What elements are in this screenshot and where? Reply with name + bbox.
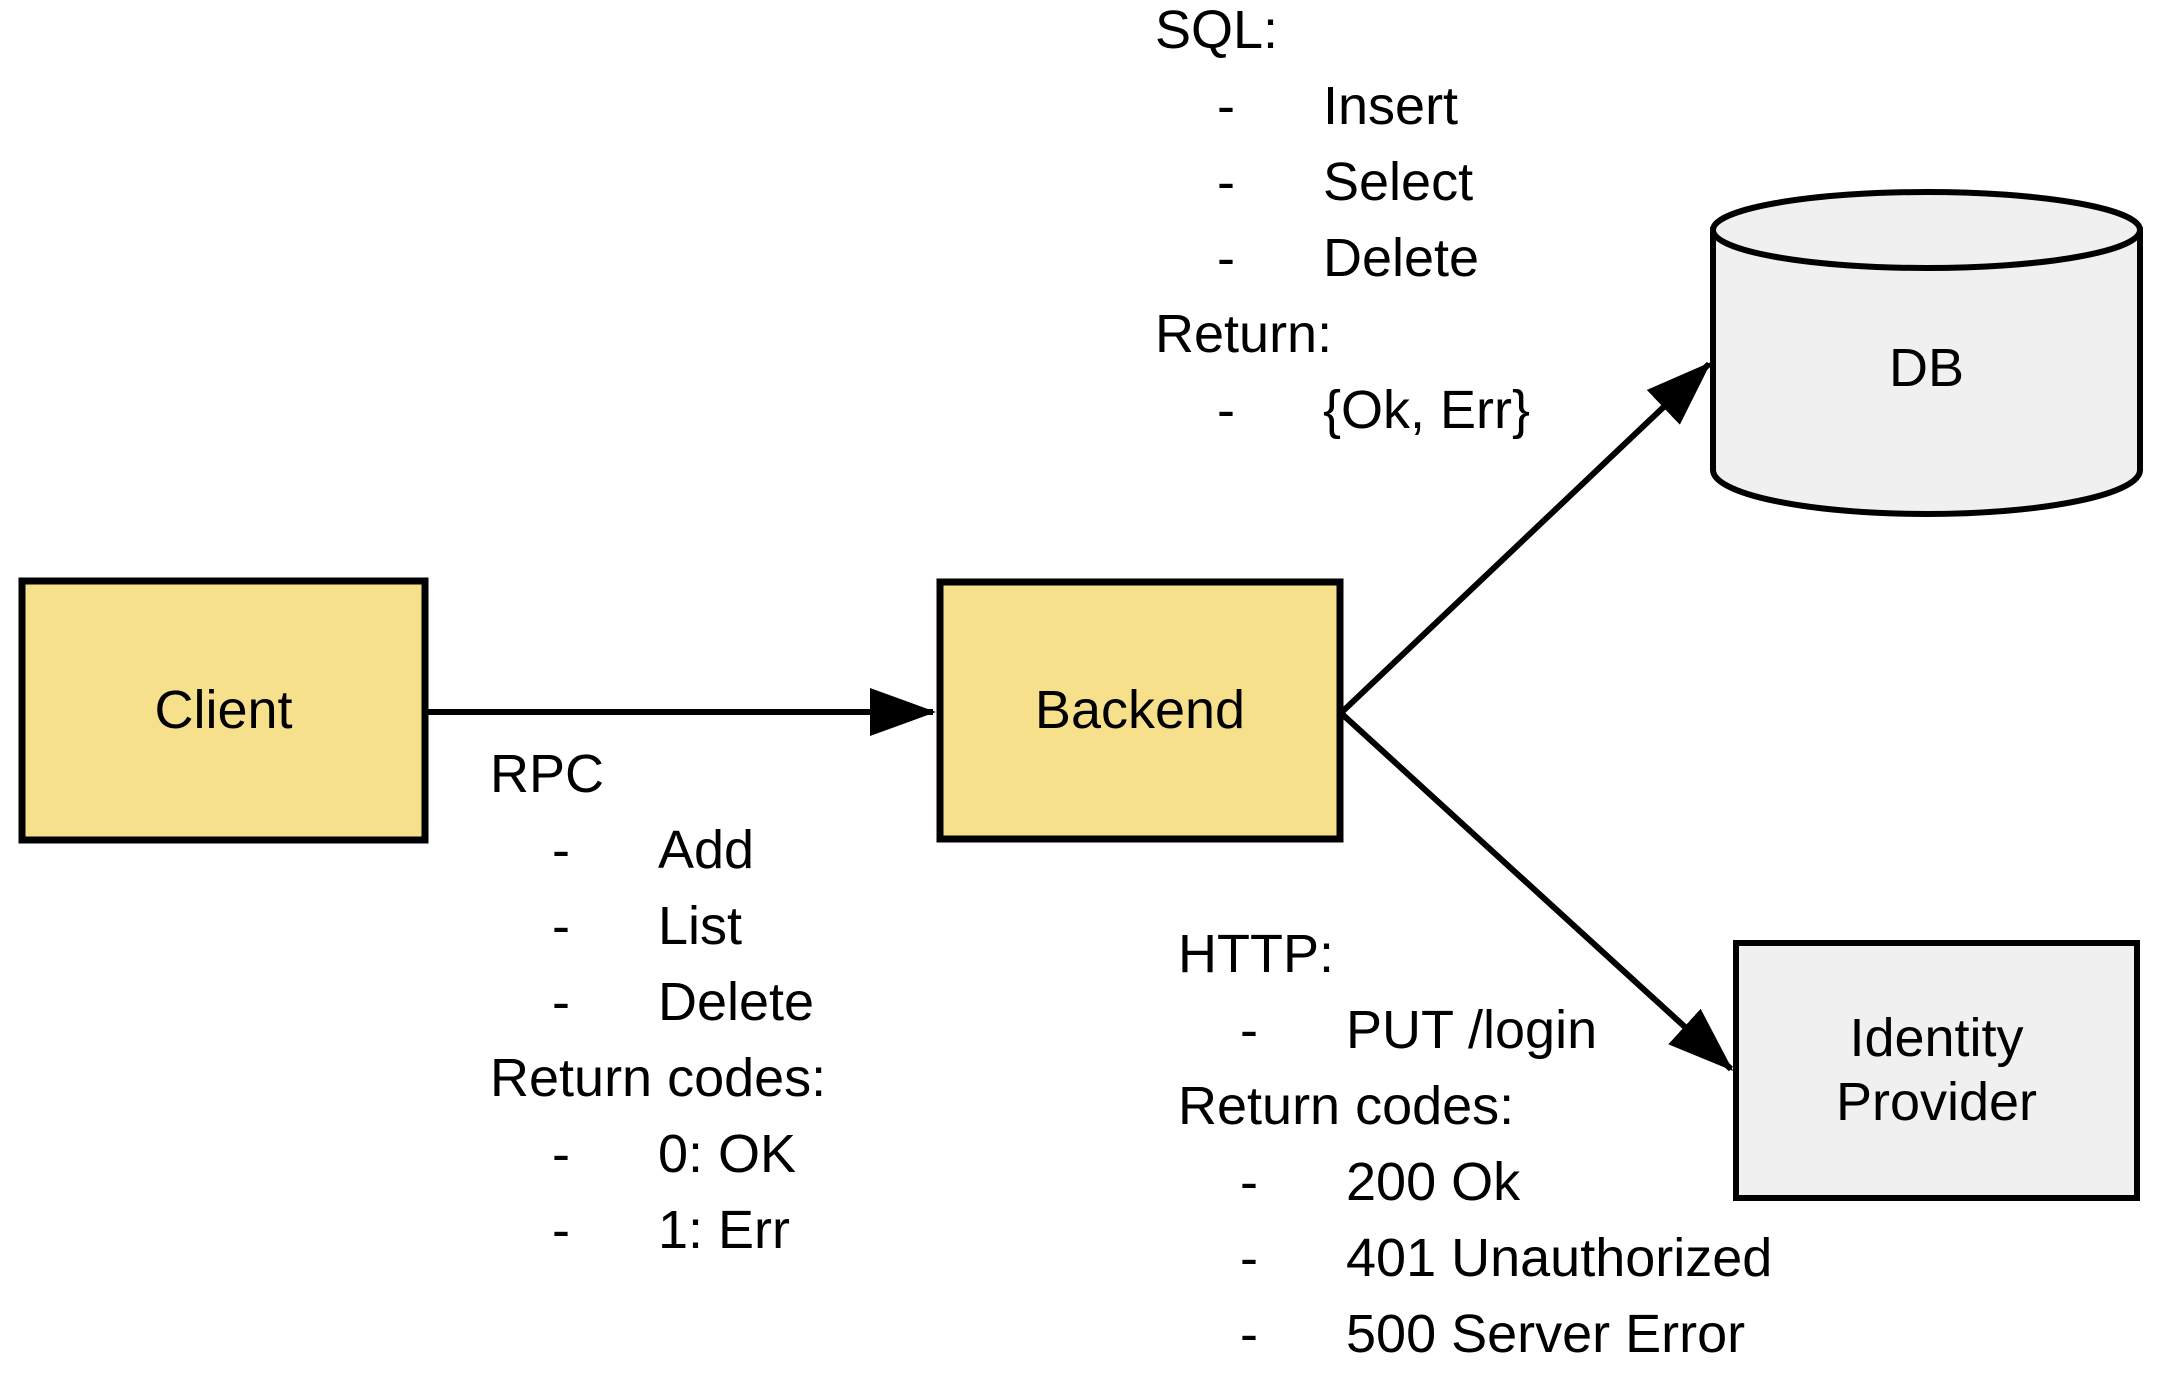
annotation-sql-return-code: - {Ok, Err} bbox=[1155, 372, 1530, 448]
bullet-dash: - bbox=[1240, 1228, 1258, 1288]
annotation-sql-header: SQL: bbox=[1155, 0, 1279, 60]
bullet-dash: - bbox=[1217, 380, 1235, 440]
node-identity-provider-text: Identity Provider bbox=[1835, 1007, 2038, 1132]
annotation-rpc-return-code: - 0: OK bbox=[490, 1116, 826, 1192]
annotation-rpc-return-code-text: 0: OK bbox=[658, 1124, 797, 1184]
node-backend-label: Backend bbox=[940, 582, 1340, 839]
bullet-dash: - bbox=[552, 1124, 570, 1184]
node-identity-provider-label: Identity Provider bbox=[1736, 943, 2137, 1198]
annotation-sql-item: - Select bbox=[1155, 144, 1530, 220]
annotation-http: HTTP: - PUT /login Return codes: - 200 O… bbox=[1178, 916, 1772, 1372]
annotation-http-return-code: - 500 Server Error bbox=[1178, 1296, 1772, 1372]
annotation-sql-item-text: Insert bbox=[1323, 76, 1459, 136]
annotation-http-subheader: Return codes: bbox=[1178, 1076, 1515, 1136]
annotation-rpc-item: - Add bbox=[490, 812, 826, 888]
bullet-dash: - bbox=[552, 972, 570, 1032]
node-backend-text: Backend bbox=[1034, 679, 1246, 740]
annotation-rpc-header: RPC bbox=[490, 744, 605, 804]
annotation-http-item-text: PUT /login bbox=[1346, 1000, 1598, 1060]
bullet-dash: - bbox=[1217, 76, 1235, 136]
annotation-sql-return-code-text: {Ok, Err} bbox=[1323, 380, 1531, 440]
annotation-rpc: RPC - Add - List - Delete Return codes: … bbox=[490, 736, 826, 1268]
annotation-http-header: HTTP: bbox=[1178, 924, 1334, 984]
annotation-http-item: - PUT /login bbox=[1178, 992, 1772, 1068]
annotation-sql-item: - Delete bbox=[1155, 220, 1530, 296]
annotation-sql-item-text: Select bbox=[1323, 152, 1474, 212]
annotation-http-return-code: - 401 Unauthorized bbox=[1178, 1220, 1772, 1296]
node-db-label: DB bbox=[1713, 268, 2140, 470]
annotation-rpc-item-text: Add bbox=[658, 820, 755, 880]
annotation-rpc-return-code: - 1: Err bbox=[490, 1192, 826, 1268]
bullet-dash: - bbox=[1217, 152, 1235, 212]
annotation-sql: SQL: - Insert - Select - Delete Return: … bbox=[1155, 0, 1530, 448]
bullet-dash: - bbox=[1240, 1304, 1258, 1364]
annotation-rpc-return-code-text: 1: Err bbox=[658, 1200, 791, 1260]
annotation-sql-item-text: Delete bbox=[1323, 228, 1480, 288]
annotation-http-return-code-text: 500 Server Error bbox=[1346, 1304, 1746, 1364]
bullet-dash: - bbox=[552, 896, 570, 956]
annotation-sql-item: - Insert bbox=[1155, 68, 1530, 144]
annotation-rpc-item: - List bbox=[490, 888, 826, 964]
bullet-dash: - bbox=[1240, 1000, 1258, 1060]
bullet-dash: - bbox=[1240, 1152, 1258, 1212]
annotation-http-return-code: - 200 Ok bbox=[1178, 1144, 1772, 1220]
bullet-dash: - bbox=[552, 820, 570, 880]
node-client-label: Client bbox=[22, 581, 425, 840]
annotation-http-return-code-text: 200 Ok bbox=[1346, 1152, 1521, 1212]
annotation-rpc-subheader: Return codes: bbox=[490, 1048, 827, 1108]
annotation-rpc-item-text: Delete bbox=[658, 972, 815, 1032]
bullet-dash: - bbox=[1217, 228, 1235, 288]
annotation-sql-subheader: Return: bbox=[1155, 304, 1333, 364]
node-client-text: Client bbox=[154, 679, 293, 740]
annotation-http-return-code-text: 401 Unauthorized bbox=[1346, 1228, 1773, 1288]
annotation-rpc-item: - Delete bbox=[490, 964, 826, 1040]
bullet-dash: - bbox=[552, 1200, 570, 1260]
annotation-rpc-item-text: List bbox=[658, 896, 743, 956]
node-db-text: DB bbox=[1888, 338, 1964, 399]
